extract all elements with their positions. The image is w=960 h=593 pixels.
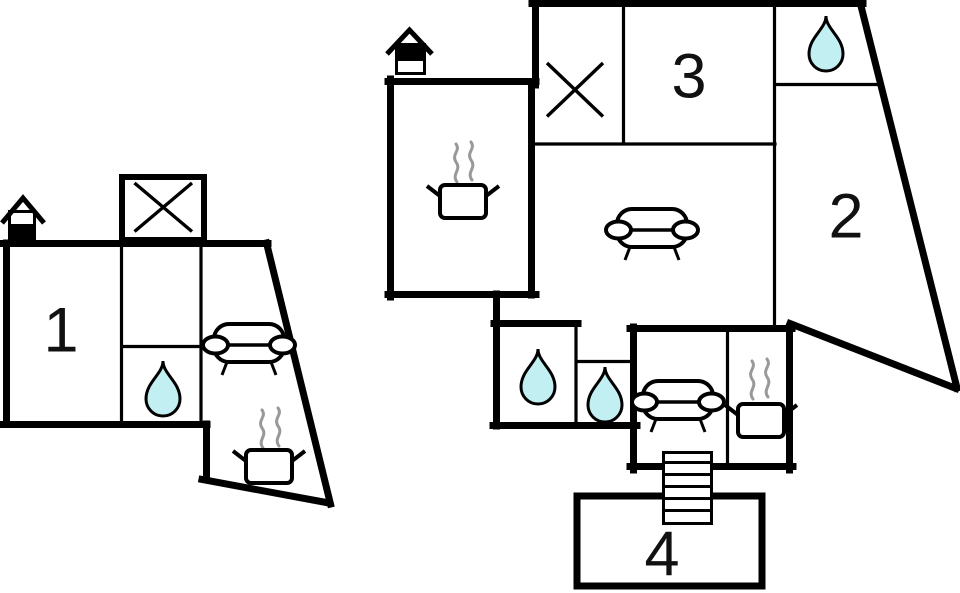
steam-icon (749, 359, 756, 401)
sofa-icon-lower (201, 322, 297, 377)
cooking-pot-icon-kitchen (425, 183, 501, 220)
floor-indicator-icon-lower (0, 194, 46, 240)
steam-icon (453, 142, 460, 184)
upper-floor-plan (384, 0, 960, 590)
water-drop-icon-bath-2 (586, 365, 624, 424)
cooking-pot-icon-lower (231, 448, 307, 485)
room-label-3: 3 (671, 41, 707, 112)
stairs-icon (662, 451, 713, 525)
lower-floor-plan (0, 174, 335, 509)
water-drop-icon-top-right (807, 14, 845, 73)
upper-plan-partition-walls (532, 4, 884, 467)
staircase-x-icon-upper (545, 61, 605, 118)
floor-indicator-icon-upper (385, 26, 434, 75)
steam-icon (468, 140, 475, 182)
steam-icon (259, 408, 266, 450)
room-label-4: 4 (644, 519, 680, 590)
water-drop-icon-lower (144, 359, 182, 418)
steam-icon (764, 357, 771, 399)
lower-plan-partition-walls (119, 244, 203, 423)
room-label-2: 2 (828, 181, 864, 252)
room-label-1: 1 (43, 295, 79, 366)
water-drop-icon-bath-1 (519, 347, 557, 406)
sofa-icon-hall (630, 379, 726, 434)
sofa-icon-living-room (604, 207, 700, 262)
lower-plan-outer-walls (0, 238, 335, 509)
staircase-x-icon-lower (119, 174, 207, 243)
steam-icon (275, 406, 282, 448)
